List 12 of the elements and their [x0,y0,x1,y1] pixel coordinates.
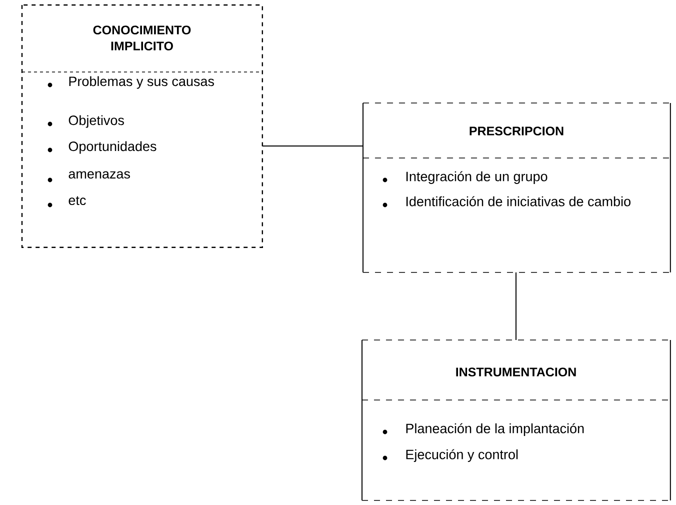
bullet-item: Ejecución y control [382,449,518,462]
bullet-item: amenazas [48,171,130,182]
bullet-item: Problemas y sus causas [48,76,214,89]
bullet-item: Integración de un grupo [382,171,548,184]
box-heading: INSTRUMENTACION [456,368,576,376]
bullet-item: Identificación de iniciativas de cambio [382,196,630,208]
box-heading: CONOCIMIENTO IMPLICITO [93,26,191,50]
bullet-item: Objetivos [48,115,124,128]
bullet-item: Oportunidades [48,141,156,154]
bullet-item: Planeación de la implantación [382,423,584,436]
box-heading: PRESCRIPCION [470,126,564,136]
bullet-item: etc [48,196,86,208]
